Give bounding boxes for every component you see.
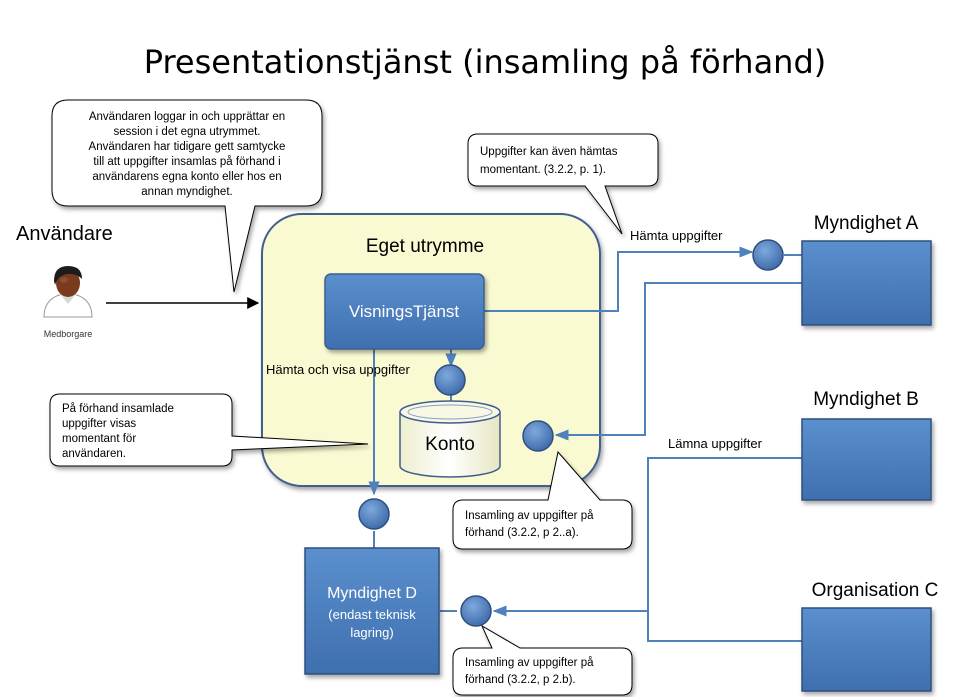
callout-shown-line: uppgifter visas [62,418,136,430]
agency-d-note-line1: (endast teknisk [328,607,416,622]
display-service-label: VisningsTjänst [349,302,460,321]
agency-a-label: Myndighet A [814,213,919,234]
callout-collect-b [452,624,633,696]
callout-login-line: session i det egna utrymmet. [113,126,260,138]
callout-momentary-line: Uppgifter kan även hämtas [480,146,618,158]
node-account-input [434,364,466,396]
callout-collect-b-line: förhand (3.2.2, p 2.b). [465,674,576,686]
user-role-label: Medborgare [44,329,93,339]
callout-collect-a [452,450,633,550]
submit-line-b [647,457,802,611]
submit-label: Lämna uppgifter [668,436,763,451]
node-fetch-a [752,239,784,271]
node-fetch-show [358,498,390,530]
callout-shown [49,393,369,467]
agency-d-note-line2: lagring) [350,625,393,640]
agency-b-label: Myndighet B [813,389,919,410]
callout-collect-a-line: förhand (3.2.2, p 2..a). [465,527,579,539]
own-space-title: Eget utrymme [366,236,484,257]
callout-collect-b-line: Insamling av uppgifter på [465,657,594,669]
account-label: Konto [425,434,475,455]
agency-d-box [304,547,440,675]
callout-login-line: användarens egna konto eller hos en [92,171,281,183]
callout-momentary [467,133,659,235]
organisation-c-box [801,607,932,692]
callout-collect-a-line: Insamling av uppgifter på [465,510,594,522]
node-collect-a [522,420,554,452]
agency-a-box [801,240,932,326]
callout-shown-line: användaren. [62,448,126,460]
collect-line-a [554,282,802,441]
node-collect-d [460,595,492,627]
fetch-show-label: Hämta och visa uppgifter [266,362,410,377]
callout-login [51,99,323,293]
callout-login-line: Användaren har tidigare gett samtycke [89,141,286,153]
account-database [399,400,501,478]
agency-b-box [801,418,932,501]
user-heading: Användare [16,223,113,245]
callout-login-line: till att uppgifter insamlas på förhand i [93,156,280,168]
display-service-box [324,273,485,350]
callout-shown-line: På förhand insamlade [62,403,174,415]
fetch-line-a [484,246,754,312]
fetch-label: Hämta uppgifter [630,228,723,243]
user-avatar-icon [43,266,93,318]
page-title: Presentationstjänst (insamling på förhan… [144,43,827,81]
agency-d-label: Myndighet D [327,585,417,602]
submit-line-c [492,605,802,642]
callout-login-line: annan myndighet. [141,186,232,198]
callout-shown-line: momentant för [62,433,136,445]
callout-momentary-line: momentant. (3.2.2, p. 1). [480,164,606,176]
organisation-c-label: Organisation C [812,580,939,601]
callout-login-line: Användaren loggar in och upprättar en [89,111,285,123]
